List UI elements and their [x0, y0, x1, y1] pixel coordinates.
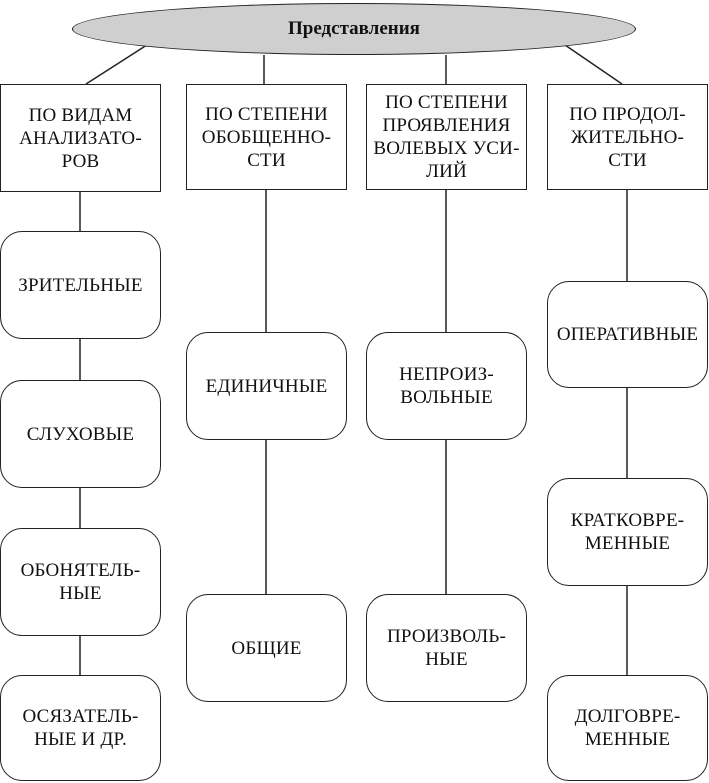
leaf-general: ОБЩИЕ [186, 594, 347, 702]
leaf-single: ЕДИНИЧНЫЕ [186, 332, 347, 440]
leaf-olfactory: ОБОНЯТЕЛЬ- НЫЕ [0, 528, 161, 636]
category-volition: ПО СТЕПЕНИ ПРОЯВЛЕНИЯ ВОЛЕВЫХ УСИ- ЛИЙ [366, 84, 527, 190]
category-duration: ПО ПРОДОЛ- ЖИТЕЛЬНО- СТИ [547, 84, 708, 190]
leaf-label: ПРОИЗВОЛЬ- НЫЕ [386, 626, 507, 670]
category-label: ПО СТЕПЕНИ ПРОЯВЛЕНИЯ ВОЛЕВЫХ УСИ- ЛИЙ [373, 92, 520, 182]
category-label: ПО ВИДАМ АНАЛИЗАТО- РОВ [19, 104, 142, 172]
leaf-label: ОСЯЗАТЕЛЬ- НЫЕ И ДР. [22, 706, 139, 750]
leaf-label: ОБЩИЕ [231, 637, 302, 659]
leaf-label: ЕДИНИЧНЫЕ [205, 375, 328, 397]
leaf-label: ЗРИТЕЛЬНЫЕ [18, 274, 143, 296]
leaf-label: СЛУХОВЫЕ [26, 423, 135, 445]
category-analyzers: ПО ВИДАМ АНАЛИЗАТО- РОВ [0, 84, 161, 192]
leaf-label: ДОЛГОВРЕ- МЕННЫЕ [574, 706, 681, 750]
category-label: ПО СТЕПЕНИ ОБОБЩЕННО- СТИ [201, 103, 332, 171]
leaf-long-term: ДОЛГОВРЕ- МЕННЫЕ [547, 675, 708, 781]
leaf-short-term: КРАТКОВРЕ- МЕННЫЕ [547, 478, 708, 586]
leaf-tactile: ОСЯЗАТЕЛЬ- НЫЕ И ДР. [0, 675, 161, 781]
leaf-auditory: СЛУХОВЫЕ [0, 380, 161, 488]
leaf-label: ОПЕРАТИВНЫЕ [556, 324, 699, 345]
leaf-label: НЕПРОИЗ- ВОЛЬНЫЕ [399, 364, 494, 408]
category-generalization: ПО СТЕПЕНИ ОБОБЩЕННО- СТИ [186, 84, 347, 190]
leaf-visual: ЗРИТЕЛЬНЫЕ [0, 231, 161, 339]
leaf-voluntary: ПРОИЗВОЛЬ- НЫЕ [366, 594, 527, 702]
leaf-operative: ОПЕРАТИВНЫЕ [547, 281, 708, 388]
connector [85, 42, 151, 85]
leaf-involuntary: НЕПРОИЗ- ВОЛЬНЫЕ [366, 332, 527, 440]
category-label: ПО ПРОДОЛ- ЖИТЕЛЬНО- СТИ [569, 103, 686, 171]
root-label: Представления [288, 18, 420, 39]
leaf-label: ОБОНЯТЕЛЬ- НЫЕ [20, 560, 141, 604]
connector [564, 44, 623, 85]
root-node: Представления [72, 3, 636, 55]
leaf-label: КРАТКОВРЕ- МЕННЫЕ [570, 510, 685, 554]
